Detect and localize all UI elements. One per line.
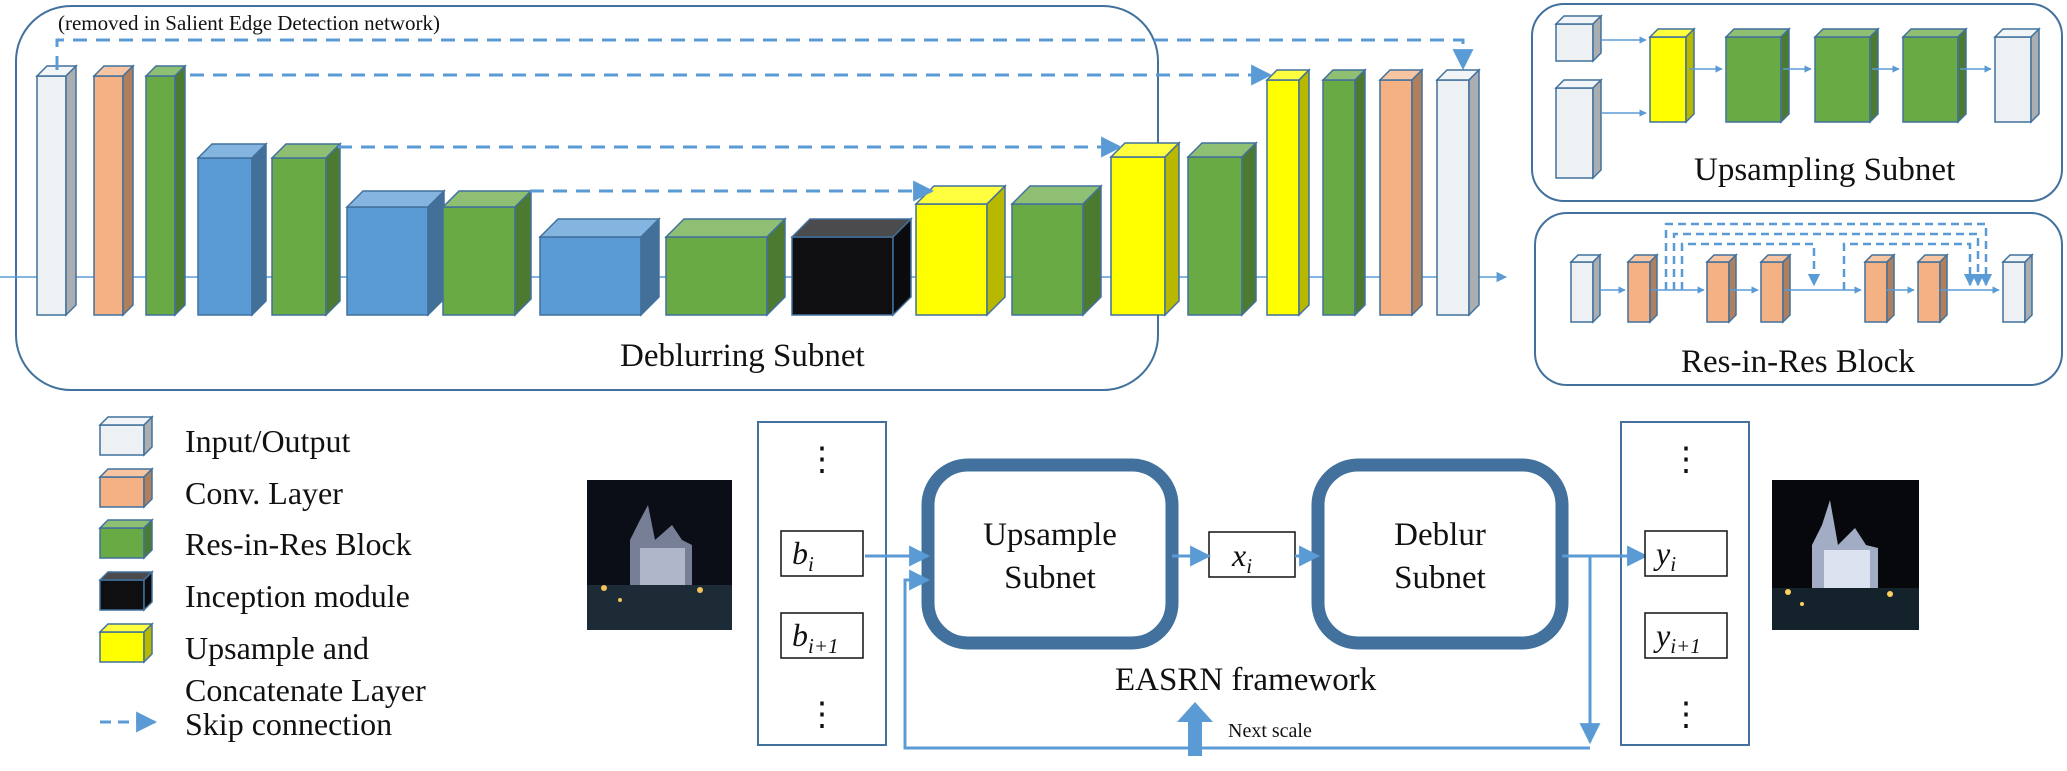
deblur-layer-1-input-output [35, 64, 78, 317]
input-stack-box-2 [780, 612, 864, 659]
resinres-panel-frame [1534, 212, 2063, 386]
upsampling-output [1993, 27, 2041, 124]
deblur-layer-5-resinres [270, 142, 342, 317]
input-stack-ellipsis-2: ⋮ [806, 697, 839, 733]
deblur-panel-title: Deblurring Subnet [620, 338, 865, 374]
input-stack-label-1: bi [792, 535, 814, 576]
legend-label-conv: Conv. Layer [185, 475, 343, 511]
framework-arrows [865, 545, 1649, 750]
legend-swatch-resinres [98, 518, 154, 560]
next-scale-label: Next scale [1228, 720, 1312, 742]
upsample-subnet-label-line2: Subnet [1004, 560, 1096, 596]
output-stack-label-1: yi [1653, 535, 1676, 576]
upsampling-panel-title: Upsampling Subnet [1694, 152, 1955, 188]
input-image [587, 480, 732, 630]
deblur-layer-4-encoder-blue [196, 142, 268, 317]
deblur-layer-12-resinres [1010, 184, 1103, 317]
legend-label-upsample: Upsample and [185, 630, 369, 666]
resinres-layer-6-conv [1916, 253, 1949, 324]
output-stack-label-2: yi+1 [1653, 617, 1701, 658]
upsampling-resinres-1 [1724, 27, 1791, 124]
deblur-layer-9-resinres [664, 217, 787, 317]
upsampling-resinres-3 [1901, 27, 1968, 124]
deblur-layer-18-input-output [1435, 68, 1481, 317]
upsampling-resinres-2 [1813, 27, 1880, 124]
output-stack-frame [1620, 421, 1750, 746]
deblur-layer-13-upsample [1109, 141, 1181, 317]
deblur-layer-14-resinres [1186, 141, 1258, 317]
deblur-skip-connections [55, 38, 1474, 202]
output-image [1772, 480, 1919, 630]
deblur-layer-8-encoder-blue [538, 217, 661, 317]
resinres-blocks [1569, 253, 2034, 324]
output-stack: ⋮ ⋮ yi yi+1 [1644, 442, 1728, 733]
x-label: xi [1231, 537, 1252, 578]
legend-swatch-inception [98, 570, 154, 612]
legend-label-resinres: Res-in-Res Block [185, 526, 412, 562]
legend-swatch-input-output [98, 415, 154, 457]
input-stack-ellipsis-1: ⋮ [806, 442, 839, 478]
deblur-layer-2-conv [92, 64, 135, 317]
legend-label-upsample-line2: Concatenate Layer [185, 672, 426, 708]
upsample-subnet-label-line1: Upsample [983, 517, 1117, 553]
output-stack-ellipsis-1: ⋮ [1670, 442, 1703, 478]
deblur-panel-note: (removed in Salient Edge Detection netwo… [58, 11, 440, 35]
deblur-layer-17-conv [1378, 68, 1424, 317]
deblur-layer-7-resinres [441, 189, 533, 317]
upsampling-input-small [1554, 14, 1603, 63]
deblur-subnet-label-line1: Deblur [1394, 517, 1486, 553]
next-scale-arrow [1177, 702, 1213, 756]
resinres-layer-2-conv [1626, 253, 1659, 324]
resinres-layer-1-input-output [1569, 253, 1602, 324]
resinres-panel-title: Res-in-Res Block [1681, 344, 1915, 380]
deblur-subnet-box [1311, 458, 1569, 650]
upsampling-upsample-layer [1648, 27, 1696, 124]
upsampling-input-large [1554, 78, 1603, 180]
x-label-box [1208, 531, 1296, 578]
legend-label-inception: Inception module [185, 578, 410, 614]
deblur-layer-10-inception [790, 217, 913, 317]
skip-connection-outer [55, 38, 1474, 71]
legend-swatch-conv [98, 467, 154, 509]
deblur-subnet-label-line2: Subnet [1394, 560, 1486, 596]
output-stack-box-1 [1644, 530, 1728, 577]
legend-label-input-output: Input/Output [185, 423, 350, 459]
deblur-layer-3-resinres [144, 64, 187, 317]
output-stack-ellipsis-2: ⋮ [1670, 697, 1703, 733]
output-stack-box-2 [1644, 612, 1728, 659]
framework-caption: EASRN framework [1115, 662, 1377, 698]
legend-swatch-upsample [98, 622, 154, 664]
input-stack: ⋮ ⋮ bi bi+1 [780, 442, 864, 733]
input-stack-frame [757, 421, 887, 746]
deblur-layer-16-resinres [1321, 68, 1367, 317]
upsampling-panel-frame [1531, 3, 2063, 202]
resinres-layer-5-conv [1863, 253, 1896, 324]
input-stack-box-1 [780, 530, 864, 577]
upsampling-blocks [1554, 14, 2041, 180]
resinres-layer-7-input-output [2001, 253, 2034, 324]
deblur-layer-11-upsample [914, 184, 1007, 317]
upsample-subnet-box [921, 458, 1179, 650]
input-stack-label-2: bi+1 [792, 617, 839, 658]
deblur-layer-6-encoder-blue [345, 189, 446, 317]
resinres-layer-4-conv [1759, 253, 1792, 324]
legend-label-skip-connection: Skip connection [185, 706, 392, 742]
resinres-layer-3-conv [1705, 253, 1738, 324]
deblur-blocks [35, 64, 1481, 317]
resinres-skip-connections [1664, 222, 1993, 290]
upsampling-arrows [1602, 36, 1992, 117]
deblur-layer-15-upsample [1265, 68, 1311, 317]
